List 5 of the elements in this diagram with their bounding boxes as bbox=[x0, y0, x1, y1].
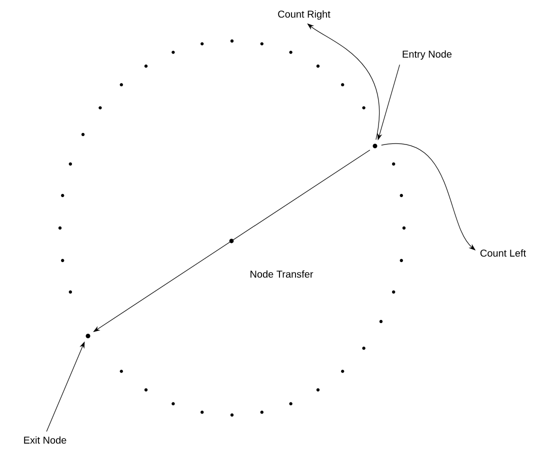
edge-label: Node Transfer bbox=[250, 270, 314, 278]
node-label: Count Left bbox=[480, 249, 526, 257]
node-label: Count Right bbox=[278, 10, 330, 20]
node-label: Entry Node bbox=[402, 50, 452, 60]
node-label: Exit Node bbox=[24, 436, 66, 444]
